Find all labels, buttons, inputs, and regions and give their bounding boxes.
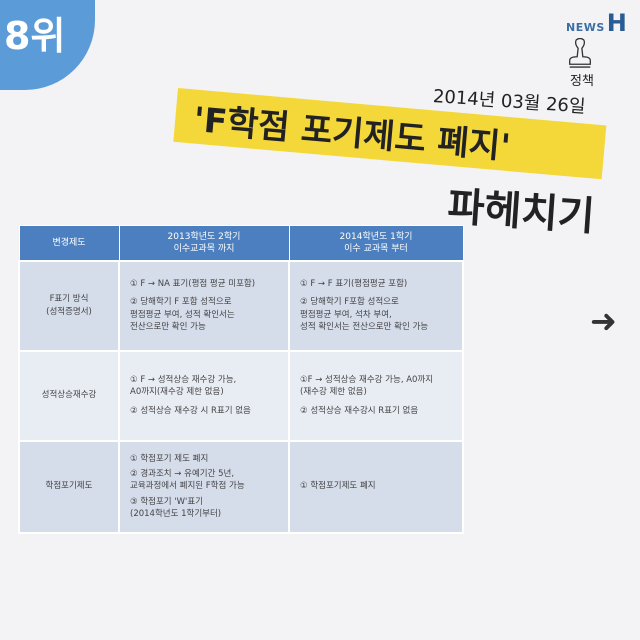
header-cell: 2013학년도 2학기 이수교과목 까지: [118, 225, 290, 261]
item: ② 당해학기 F포함 성적으로 평점평균 부여, 석차 부여, 성적 확인서는 …: [300, 297, 429, 332]
before-cell: ① F → NA 표기(평점 평균 미포함) ② 당해학기 F 포함 성적으로 평…: [118, 259, 290, 352]
item: ①F → 성적상승 재수강 가능, A0까지 (재수강 제한 없음): [300, 375, 434, 398]
table-row: 성적상승재수강 ① F → 성적상승 재수강 가능, A0까지(재수강 제한 없…: [18, 349, 464, 442]
after-cell: ① F → F 표기(평점평균 포함) ② 당해학기 F포함 성적으로 평점평균 …: [288, 259, 464, 352]
item: ① F → 성적상승 재수강 가능, A0까지(재수강 제한 없음): [130, 375, 237, 398]
item: ② 성적상승 재수강 시 R표기 없음: [130, 405, 251, 416]
item: ① F → F 표기(평점평균 포함): [300, 278, 408, 289]
rank-label: 8위: [4, 14, 66, 58]
item: ① F → NA 표기(평점 평균 미포함): [130, 278, 256, 289]
item: ② 경과조치 → 유예기간 5년, 교육과정에서 폐지된 F학점 가능: [130, 469, 245, 492]
table-header: 변경제도 2013학년도 2학기 이수교과목 까지 2014학년도 1학기 이수…: [18, 225, 464, 261]
stamp-icon: [569, 38, 591, 68]
before-cell: ① 학점포기 제도 폐지 ② 경과조치 → 유예기간 5년, 교육과정에서 폐지된…: [118, 439, 290, 534]
logo-news: NEWS: [566, 21, 605, 34]
category-label: 정책: [570, 74, 594, 89]
table-row: F표기 방식 (성적증명서) ① F → NA 표기(평점 평균 미포함) ② 당…: [18, 259, 464, 352]
header-cell: 변경제도: [18, 225, 120, 261]
page-subtitle: 파헤치기: [446, 183, 597, 241]
item: ③ 학점포기 'W'표기 (2014학년도 1학기부터): [130, 496, 222, 519]
header-cell: 2014학년도 1학기 이수 교과목 부터: [288, 225, 464, 261]
item: ① 학점포기제도 폐지: [300, 481, 376, 492]
item: ② 당해학기 F 포함 성적으로 평점평균 부여, 성적 확인서는 전산으로만 …: [130, 297, 235, 332]
before-cell: ① F → 성적상승 재수강 가능, A0까지(재수강 제한 없음) ② 성적상승…: [118, 349, 290, 442]
row-key: 학점포기제도: [18, 439, 120, 534]
row-key: 성적상승재수강: [18, 349, 120, 442]
after-cell: ① 학점포기제도 폐지: [288, 439, 464, 534]
after-cell: ①F → 성적상승 재수강 가능, A0까지 (재수강 제한 없음) ② 성적상승…: [288, 349, 464, 442]
policy-table: 변경제도 2013학년도 2학기 이수교과목 까지 2014학년도 1학기 이수…: [18, 225, 464, 534]
row-key: F표기 방식 (성적증명서): [18, 259, 120, 352]
next-arrow-icon[interactable]: ➜: [590, 302, 617, 340]
logo-h: H: [606, 9, 627, 37]
item: ① 학점포기 제도 폐지: [130, 453, 209, 464]
table-row: 학점포기제도 ① 학점포기 제도 폐지 ② 경과조치 → 유예기간 5년, 교육과…: [18, 439, 464, 534]
item: ② 성적상승 재수강시 R표기 없음: [300, 405, 419, 416]
rank-badge: 8위: [0, 0, 95, 90]
